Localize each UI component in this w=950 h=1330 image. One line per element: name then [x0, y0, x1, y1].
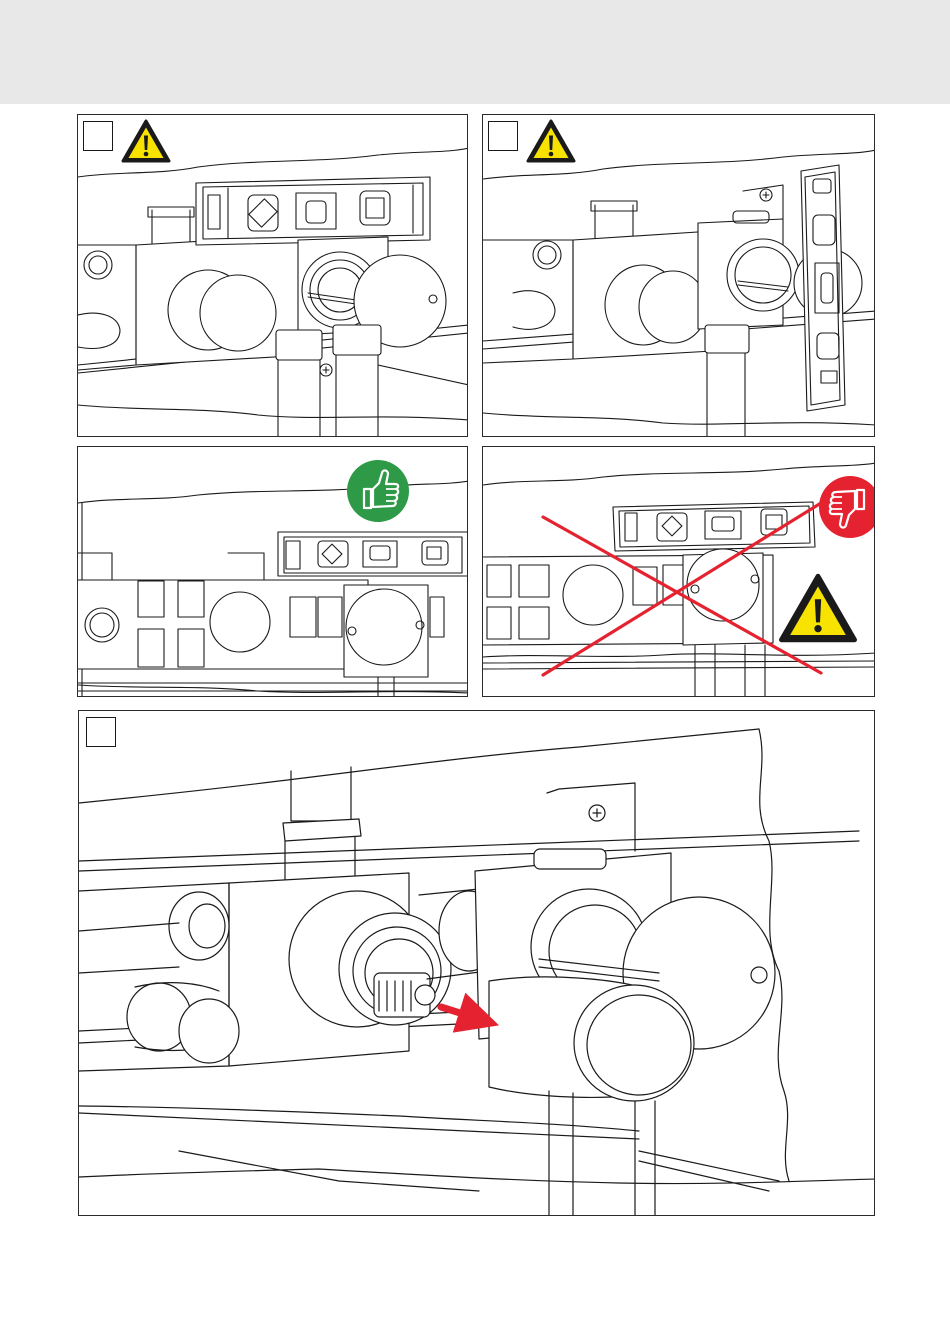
- step-number-box: [83, 121, 113, 151]
- thumbs-up-icon: [346, 459, 410, 523]
- step-3-panel: [78, 710, 875, 1216]
- step-number-box: [86, 717, 116, 747]
- spirit-level-vertical-on-valve-icon: [483, 115, 875, 437]
- step-number-box: [488, 121, 518, 151]
- attach-cover-sleeve-icon: [79, 711, 875, 1216]
- correct-installation-panel: [77, 446, 468, 697]
- step-2-panel: [482, 114, 875, 437]
- step-1-panel: [77, 114, 468, 437]
- warning-triangle-icon: [526, 119, 576, 163]
- thumbs-down-icon: [818, 475, 875, 539]
- incorrect-installation-panel: [482, 446, 875, 697]
- header-band: [0, 0, 950, 104]
- warning-triangle-icon: [778, 573, 858, 643]
- warning-triangle-icon: [121, 119, 171, 163]
- tilted-installation-incorrect-icon: [483, 447, 875, 697]
- spirit-level-horizontal-on-valve-icon: [78, 115, 468, 437]
